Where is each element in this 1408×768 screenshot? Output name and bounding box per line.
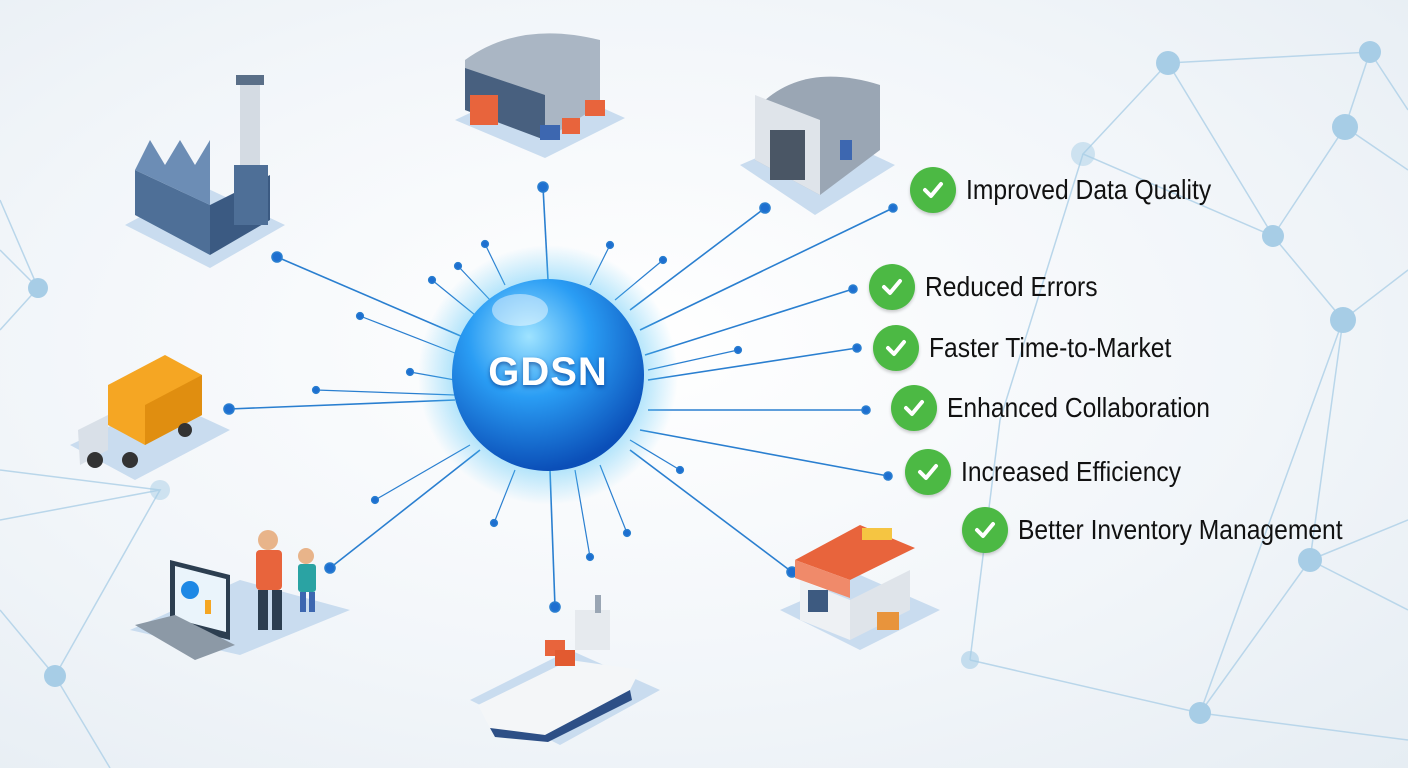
benefit-label: Better Inventory Management xyxy=(1018,514,1343,545)
check-icon xyxy=(910,167,956,213)
benefit-label: Reduced Errors xyxy=(925,271,1098,302)
people-with-laptop-icon xyxy=(130,530,350,660)
benefit-item: Better Inventory Management xyxy=(962,507,1387,553)
retail-store-icon xyxy=(780,525,940,650)
truck-icon xyxy=(70,355,230,480)
cargo-ship-icon xyxy=(470,595,660,745)
benefit-item: Reduced Errors xyxy=(869,264,1121,310)
hub-label: GDSN xyxy=(488,350,608,394)
benefit-label: Enhanced Collaboration xyxy=(947,392,1211,423)
benefit-label: Improved Data Quality xyxy=(966,174,1212,205)
warehouse-icon xyxy=(455,33,625,158)
check-icon xyxy=(891,385,937,431)
check-icon xyxy=(873,325,919,371)
check-icon xyxy=(905,449,951,495)
benefit-label: Faster Time-to-Market xyxy=(929,332,1172,363)
benefit-item: Increased Efficiency xyxy=(905,449,1211,495)
distribution-center-icon xyxy=(740,76,895,215)
benefit-item: Faster Time-to-Market xyxy=(873,325,1204,371)
benefit-label: Increased Efficiency xyxy=(961,456,1182,487)
check-icon xyxy=(869,264,915,310)
hub-sphere xyxy=(452,279,644,471)
check-icon xyxy=(962,507,1008,553)
factory-icon xyxy=(125,75,285,268)
benefit-item: Improved Data Quality xyxy=(910,167,1245,213)
benefit-item: Enhanced Collaboration xyxy=(891,385,1246,431)
